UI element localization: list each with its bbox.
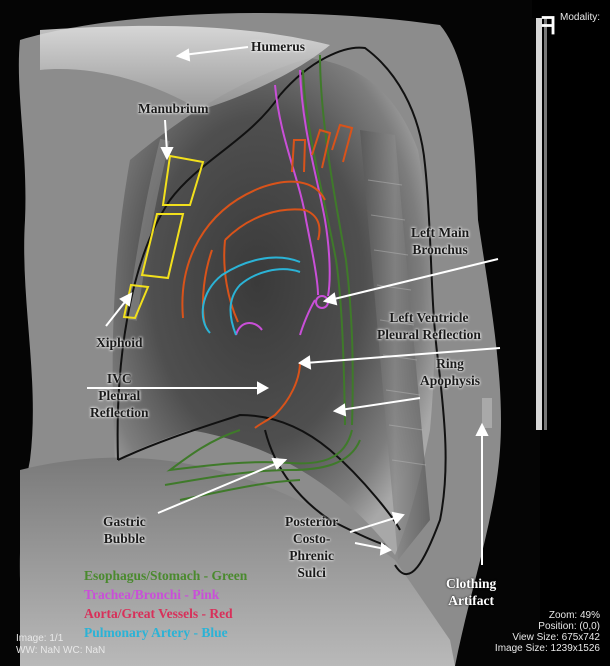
legend-pulmonary-artery: Pulmonary Artery - Blue xyxy=(84,624,228,641)
legend-aorta-great-vessels: Aorta/Great Vessels - Red xyxy=(84,605,233,622)
label-xiphoid: Xiphoid xyxy=(96,334,143,351)
label-ivc-line3: Reflection xyxy=(90,404,148,421)
label-lv-line2: Pleural Reflection xyxy=(377,326,481,343)
label-ivc-pleural-reflection: IVC Pleural Reflection xyxy=(90,370,148,421)
legend-trachea-bronchi: Trachea/Bronchi - Pink xyxy=(84,586,219,603)
label-left-main-bronchus: Left Main Bronchus xyxy=(411,224,469,258)
label-posterior-line2: Costo- xyxy=(285,530,338,547)
position-readout: Position: (0,0) xyxy=(538,621,600,632)
label-gastric-line1: Gastric xyxy=(103,513,146,530)
label-ivc-line1: IVC xyxy=(90,370,148,387)
label-clothing-line2: Artifact xyxy=(446,592,496,609)
window-level: WW: NaN WC: NaN xyxy=(16,645,105,656)
svg-text:ᖷ: ᖷ xyxy=(541,13,555,40)
label-left-ventricle-pleural-reflection: Left Ventricle Pleural Reflection xyxy=(377,309,481,343)
modality-label: Modality: xyxy=(560,12,600,23)
label-posterior-line1: Posterior xyxy=(285,513,338,530)
label-ring-line1: Ring xyxy=(420,355,480,372)
label-ring-apophysis: Ring Apophysis xyxy=(420,355,480,389)
label-humerus: Humerus xyxy=(251,38,305,55)
legend-esophagus-stomach: Esophagus/Stomach - Green xyxy=(84,567,247,584)
label-posterior-costophrenic-sulci: Posterior Costo- Phrenic Sulci xyxy=(285,513,338,581)
label-left-main-bronchus-line2: Bronchus xyxy=(411,241,469,258)
label-ivc-line2: Pleural xyxy=(90,387,148,404)
label-posterior-line3: Phrenic xyxy=(285,547,338,564)
label-gastric-bubble: Gastric Bubble xyxy=(103,513,146,547)
label-gastric-line2: Bubble xyxy=(103,530,146,547)
image-size: Image Size: 1239x1526 xyxy=(495,643,600,654)
label-ring-line2: Apophysis xyxy=(420,372,480,389)
label-clothing-line1: Clothing xyxy=(446,575,496,592)
label-lv-line1: Left Ventricle xyxy=(377,309,481,326)
view-size: View Size: 675x742 xyxy=(512,632,600,643)
zoom-level: Zoom: 49% xyxy=(549,610,600,621)
label-left-main-bronchus-line1: Left Main xyxy=(411,224,469,241)
label-posterior-line4: Sulci xyxy=(285,564,338,581)
image-index: Image: 1/1 xyxy=(16,633,63,644)
label-manubrium: Manubrium xyxy=(138,100,209,117)
label-clothing-artifact: Clothing Artifact xyxy=(446,575,496,609)
